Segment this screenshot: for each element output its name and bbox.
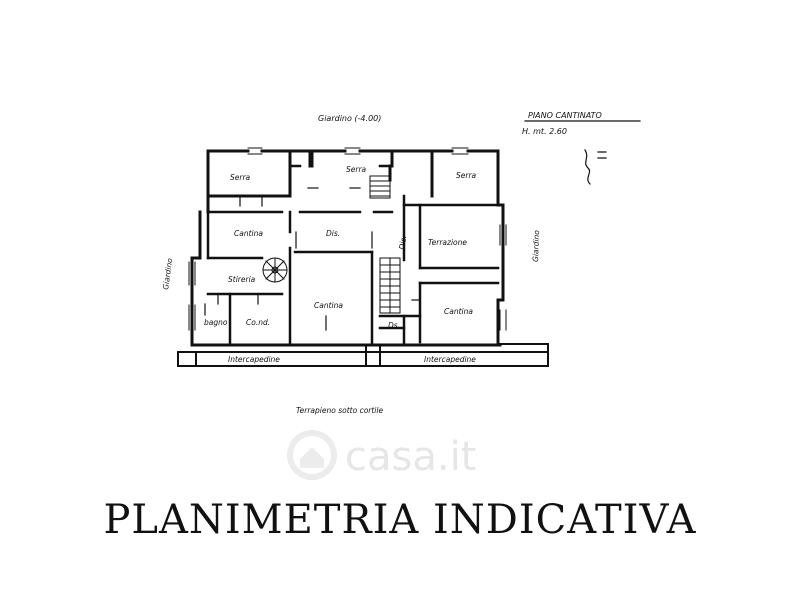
room-cantina-top-left: Cantina	[234, 229, 263, 238]
side-label-left: Giardino	[161, 257, 174, 290]
room-serra-right: Serra	[456, 171, 477, 180]
watermark-text: casa.it	[345, 434, 476, 480]
plan-level-title: PIANO CANTINATO	[528, 111, 602, 120]
room-disimpegno-right: Dis.	[397, 235, 408, 251]
room-serra-middle: Serra	[346, 165, 367, 174]
interior-walls	[206, 164, 500, 347]
door-marks	[204, 187, 421, 331]
upper-staircase	[369, 175, 391, 199]
watermark-house-icon	[287, 430, 337, 480]
room-disimpegno-bottom: Ds.	[388, 321, 400, 330]
room-condizionamento: Co.nd.	[246, 318, 270, 327]
main-staircase	[379, 257, 401, 314]
room-intercapedine-right: Intercapedine	[424, 355, 476, 364]
intercapedine-band	[177, 343, 549, 367]
spiral-staircase	[262, 257, 288, 283]
plan-labels: Giardino (-4.00) PIANO CANTINATO H. mt. …	[161, 111, 602, 415]
room-terrazione: Terrazione	[428, 238, 467, 247]
room-intercapedine-left: Intercapedine	[228, 355, 280, 364]
header-garden-label: Giardino (-4.00)	[318, 114, 381, 123]
windows	[188, 147, 507, 331]
plan-height-label: H. mt. 2.60	[522, 127, 567, 136]
room-stireria: Stireria	[228, 275, 256, 284]
plan-caption: PLANIMETRIA INDICATIVA	[103, 497, 697, 543]
north-mark	[584, 149, 607, 185]
room-cantina-center: Cantina	[314, 301, 343, 310]
bottom-note: Terrapieno sotto cortile	[296, 406, 383, 415]
room-bagno: bagno	[204, 318, 228, 327]
side-label-right: Giardino	[531, 230, 541, 262]
room-cantina-right: Cantina	[444, 307, 473, 316]
room-serra-left: Serra	[230, 173, 251, 182]
room-disimpegno-top: Dis.	[326, 229, 340, 238]
watermark: casa.it	[287, 430, 476, 480]
